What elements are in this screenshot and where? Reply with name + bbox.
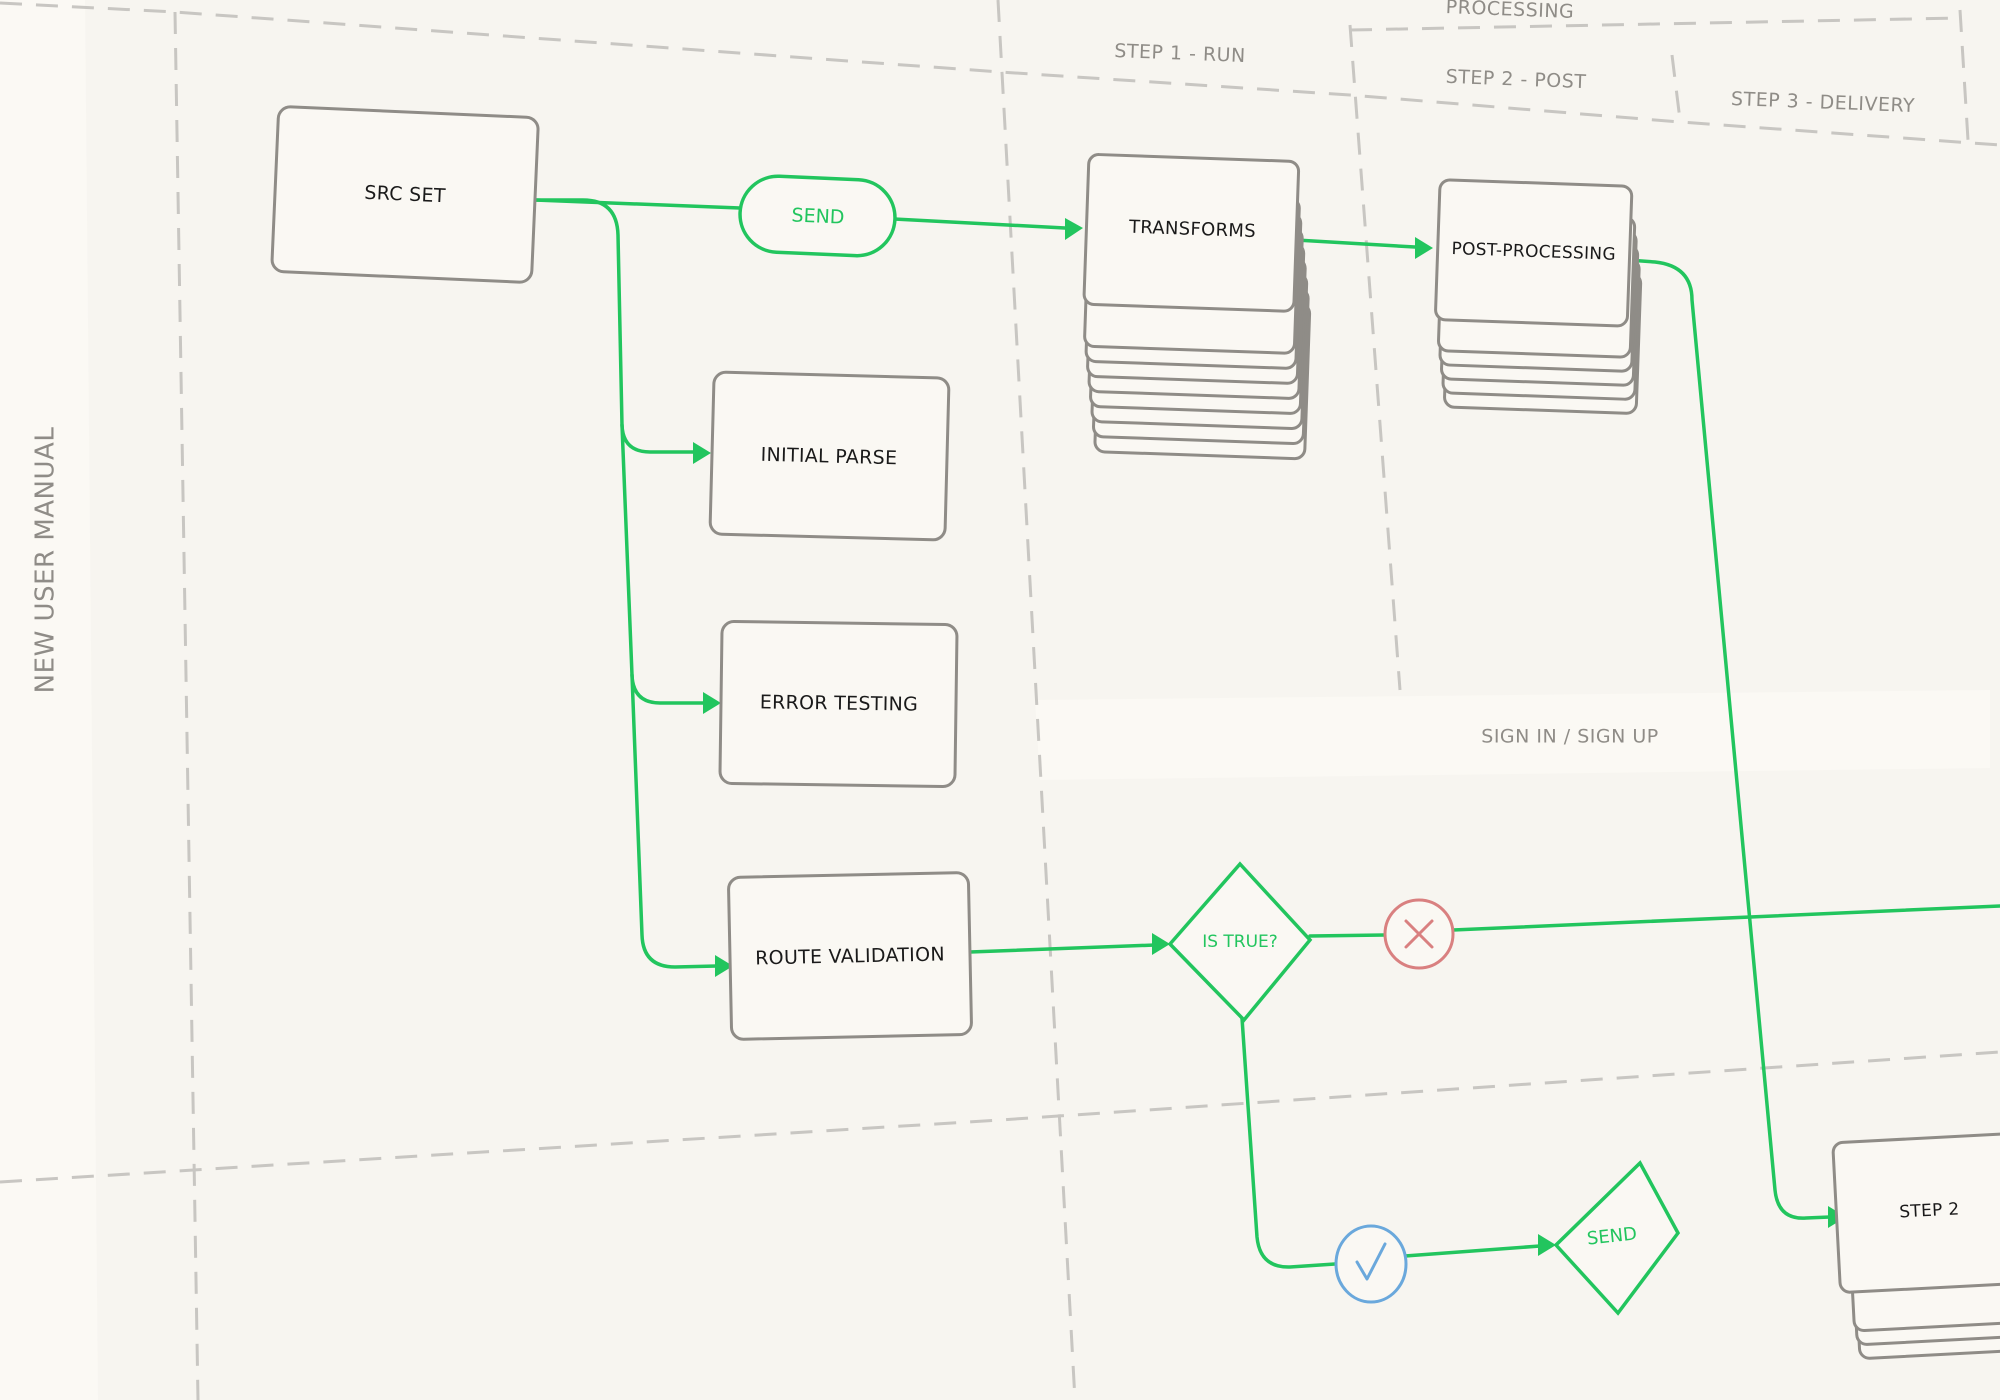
node-initial-parse: INITIAL PARSE xyxy=(708,370,951,542)
node-src-set: SRC SET xyxy=(270,105,540,284)
lane-header-signin: SIGN IN / SIGN UP xyxy=(1481,726,1658,748)
check-icon xyxy=(1355,1242,1387,1281)
flow-connectors xyxy=(533,198,2000,1269)
node-transforms-label: TRANSFORMS xyxy=(1128,217,1257,242)
decision-is-true-label: IS TRUE? xyxy=(1202,932,1278,952)
node-post-processing-stack: POST-PROCESSING xyxy=(1434,178,1643,415)
node-transforms-stack: TRANSFORMS xyxy=(1082,153,1312,461)
reject-node xyxy=(1383,898,1455,970)
lane-header-step2: STEP 2 - POST xyxy=(1445,66,1587,93)
close-icon xyxy=(1404,919,1434,949)
node-error-testing-label: ERROR TESTING xyxy=(760,691,919,715)
side-title: NEW USER MANUAL xyxy=(31,427,61,694)
node-initial-parse-label: INITIAL PARSE xyxy=(760,444,897,470)
lane-header-step1: STEP 1 - RUN xyxy=(1114,40,1246,67)
node-src-set-label: SRC SET xyxy=(364,182,446,208)
decision-send-bottom-label: SEND xyxy=(1586,1223,1638,1249)
lane-header-processing: PROCESSING xyxy=(1445,0,1574,23)
accept-node xyxy=(1334,1224,1408,1304)
side-panel xyxy=(0,0,98,1400)
signin-lane-band xyxy=(1035,690,1990,780)
node-step2-stack: STEP 2 xyxy=(1831,1132,2000,1360)
node-route-validation-label: ROUTE VALIDATION xyxy=(755,943,945,969)
decision-is-true: IS TRUE? xyxy=(1167,861,1313,1023)
node-error-testing: ERROR TESTING xyxy=(718,620,959,788)
node-route-validation: ROUTE VALIDATION xyxy=(727,871,973,1041)
decision-send-bottom: SEND xyxy=(1553,1160,1681,1316)
node-send-top: SEND xyxy=(738,174,897,258)
node-step2-label: STEP 2 xyxy=(1899,1199,1960,1222)
node-send-top-label: SEND xyxy=(791,204,845,228)
